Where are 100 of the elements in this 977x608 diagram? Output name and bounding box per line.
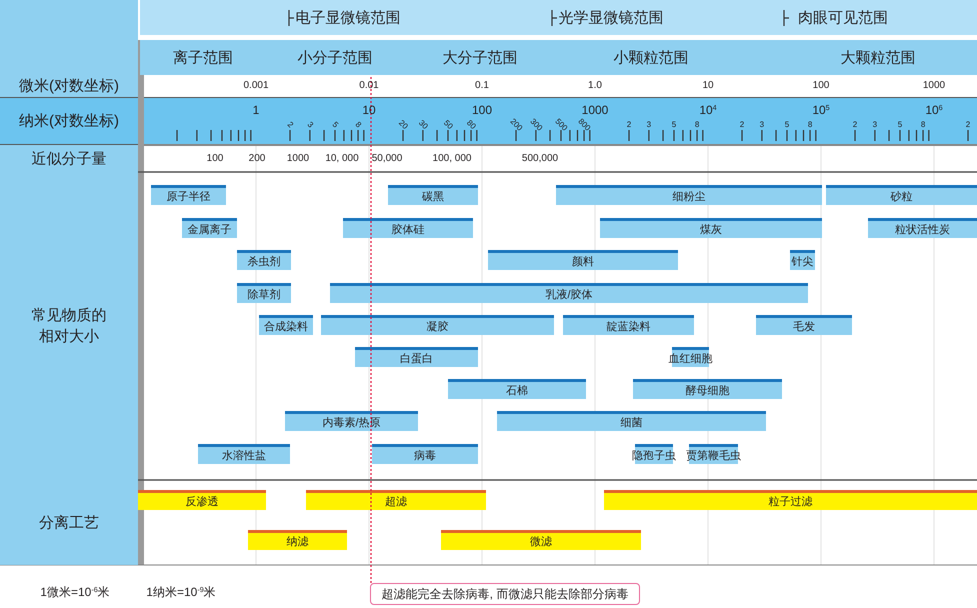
size-range-bar bbox=[790, 250, 815, 270]
bar-label: 原子半径 bbox=[166, 190, 210, 204]
micrometer-tick-label: 0.01 bbox=[359, 81, 379, 91]
bar-label: 煤灰 bbox=[700, 223, 722, 237]
nanometer-minor-tick-label: 20 bbox=[397, 119, 409, 131]
nanometer-minor-tick-label: 30 bbox=[416, 119, 429, 131]
bar-label: 病毒 bbox=[414, 449, 436, 463]
size-range-bar bbox=[198, 444, 290, 464]
bar-label: 合成染料 bbox=[264, 320, 308, 334]
nanometer-minor-tick-label: 2 bbox=[740, 121, 744, 129]
bar-label: 细粉尘 bbox=[672, 190, 706, 204]
molecular-weight-label: 10, 000 bbox=[325, 154, 359, 164]
bar-label: 血红细胞 bbox=[668, 352, 712, 366]
nanometer-tick-label: 1 bbox=[252, 104, 260, 116]
nanometer-minor-tick-label: 2 bbox=[286, 120, 294, 130]
micrometer-tick-label: 1000 bbox=[922, 81, 946, 91]
size-range-bar bbox=[151, 185, 226, 205]
bar-label: 凝胶 bbox=[426, 320, 448, 334]
process-range-bar bbox=[138, 490, 266, 510]
range-heading: 电子显微镜范围 bbox=[296, 8, 400, 27]
bar-label: 靛蓝染料 bbox=[606, 320, 650, 334]
range-heading: 小颗粒范围 bbox=[614, 48, 688, 67]
leader-line bbox=[370, 75, 372, 583]
micrometer-tick-label: 1.0 bbox=[588, 81, 602, 91]
range-heading: 离子范围 bbox=[173, 48, 233, 67]
nanometer-minor-tick-label: 3 bbox=[646, 121, 652, 129]
nanometer-minor-tick-label: 2 bbox=[966, 121, 970, 129]
bar-label: 细菌 bbox=[620, 416, 642, 430]
bar-label: 反渗透 bbox=[186, 495, 218, 509]
nanometer-minor-tick-label: 800 bbox=[576, 117, 592, 133]
nanometer-minor-tick-label: 8 bbox=[354, 120, 362, 130]
nanometer-minor-tick-label: 5 bbox=[330, 120, 340, 130]
size-range-bar bbox=[448, 379, 586, 399]
bar-label: 毛发 bbox=[793, 320, 815, 334]
nanometer-tick-label: 100 bbox=[472, 104, 492, 116]
row-label: 分离工艺 bbox=[38, 513, 100, 533]
size-range-bar bbox=[259, 315, 313, 335]
bar-label: 石棉 bbox=[506, 384, 528, 398]
nanometer-minor-tick-label: 500 bbox=[553, 117, 569, 133]
nanometer-minor-tick-label: 50 bbox=[442, 119, 454, 131]
bar-label: 除草剂 bbox=[248, 288, 280, 302]
bar-label: 水溶性盐 bbox=[222, 448, 266, 463]
micrometer-tick-label: 100 bbox=[812, 81, 830, 91]
unit-conversion-note: 1微米=10$^{-6}$米 bbox=[40, 586, 110, 598]
nanometer-minor-tick-label: 300 bbox=[528, 117, 544, 133]
size-range-bar bbox=[497, 411, 766, 431]
bar-label: 金属离子 bbox=[188, 222, 232, 237]
bar-label: 贾第鞭毛虫 bbox=[686, 448, 741, 463]
size-range-bar bbox=[343, 218, 473, 238]
nanometer-tick-label: 10$^{5}$ bbox=[812, 104, 830, 116]
note-text: 超滤能完全去除病毒, 而微滤只能去除部分病毒 bbox=[382, 586, 628, 602]
size-range-bar bbox=[237, 283, 291, 303]
bar-label: 超滤 bbox=[385, 495, 407, 509]
bar-label: 胶体硅 bbox=[392, 222, 424, 237]
size-range-bar bbox=[355, 347, 478, 367]
size-range-bar bbox=[237, 250, 291, 270]
nanometer-minor-tick-label: 8 bbox=[808, 121, 812, 129]
bar-label: 砂粒 bbox=[890, 190, 912, 204]
size-range-bar bbox=[826, 185, 977, 205]
bar-label: 碳黑 bbox=[422, 190, 444, 204]
micrometer-tick-label: 0.1 bbox=[475, 81, 489, 91]
bar-label: 针尖 bbox=[792, 255, 814, 269]
bar-label: 白蛋白 bbox=[400, 352, 433, 366]
nanometer-minor-tick-label: 3 bbox=[760, 121, 764, 129]
nanometer-minor-tick-label: 2 bbox=[626, 121, 632, 129]
nanometer-minor-tick-label: 80 bbox=[465, 119, 478, 131]
molecular-weight-label: 1000 bbox=[286, 154, 310, 164]
nanometer-minor-tick-label: 5 bbox=[898, 121, 902, 129]
size-range-bar bbox=[372, 444, 478, 464]
process-range-bar bbox=[604, 490, 977, 510]
range-heading: 小分子范围 bbox=[298, 48, 372, 67]
size-range-bar bbox=[868, 218, 977, 238]
row-label: 常见物质的相对大小 bbox=[30, 306, 108, 347]
size-range-bar bbox=[633, 379, 782, 399]
size-range-bar bbox=[182, 218, 237, 238]
process-range-bar bbox=[248, 530, 347, 550]
nanometer-minor-tick-label: 8 bbox=[694, 121, 700, 129]
row-header bbox=[0, 480, 138, 565]
process-range-bar bbox=[306, 490, 486, 510]
unit-conversion-note: 1纳米=10$^{-9}$米 bbox=[146, 586, 216, 598]
nanometer-minor-tick-label: 5 bbox=[784, 121, 790, 129]
molecular-weight-label: 100 bbox=[206, 154, 224, 164]
molecular-weight-label: 200 bbox=[248, 154, 266, 164]
nanometer-minor-tick-label: 3 bbox=[306, 120, 314, 130]
range-heading: 光学显微镜范围 bbox=[558, 8, 664, 27]
range-band bbox=[140, 40, 977, 75]
range-heading: 大分子范围 bbox=[442, 48, 518, 67]
note-box bbox=[370, 583, 640, 605]
row-label: 近似分子量 bbox=[30, 149, 108, 169]
bar-label: 杀虫剂 bbox=[248, 254, 280, 269]
nanometer-tick-label: 10$^{6}$ bbox=[925, 104, 943, 116]
molecular-weight-label: 500,000 bbox=[522, 154, 558, 164]
nanometer-minor-tick-label: 3 bbox=[872, 121, 878, 129]
nanometer-tick-label: 10 bbox=[362, 104, 376, 116]
molecular-weight-label: 50,000 bbox=[372, 154, 402, 164]
bar-label: 微滤 bbox=[530, 535, 552, 549]
row-label: 微米(对数坐标) bbox=[18, 76, 120, 96]
row-label: 纳米(对数坐标) bbox=[18, 112, 120, 132]
molecular-weight-label: 100, 000 bbox=[432, 154, 472, 164]
process-range-bar bbox=[441, 530, 641, 550]
